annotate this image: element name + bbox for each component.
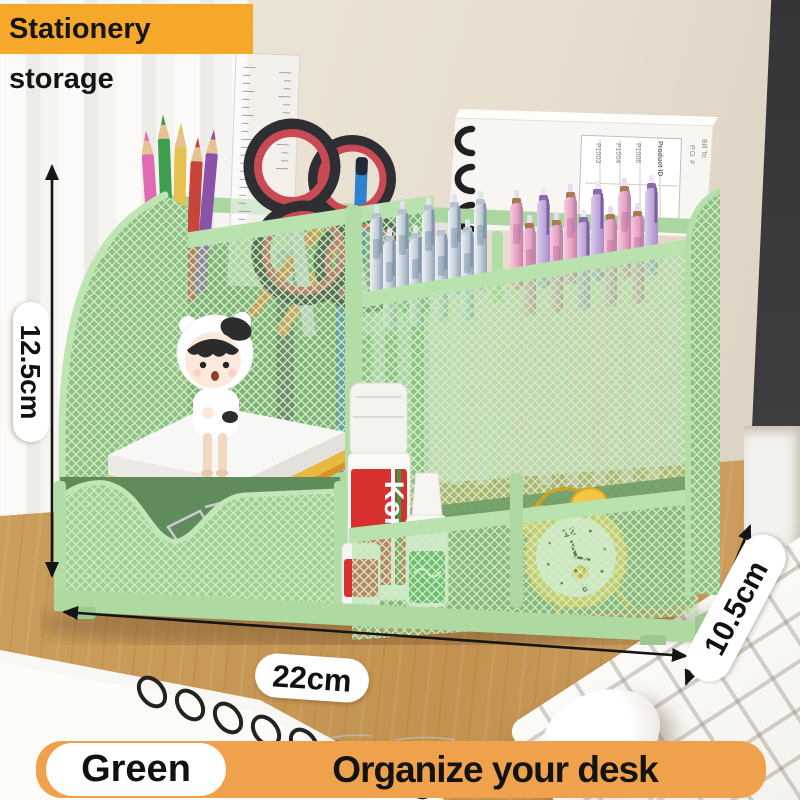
color-variant-label: Green <box>81 748 191 790</box>
doc-label: P1006 <box>634 143 641 163</box>
mesh-organizer: P1003 P1004 P1006 Product ID P.O. # Bill… <box>40 52 720 645</box>
width-label-pill: 22cm <box>255 653 369 703</box>
footer-bar: Green Organize your desk <box>36 741 766 798</box>
promo-banner: Stationery storage <box>0 4 253 95</box>
doll-figurine <box>176 312 254 477</box>
depth-label-pill: 10.5cm <box>686 534 786 682</box>
compartment-divider <box>510 473 523 608</box>
width-arrow <box>62 606 688 662</box>
doc-label: Product ID <box>656 141 663 176</box>
width-label: 22cm <box>271 658 353 698</box>
glue-stick-label: Kor <box>379 481 409 528</box>
color-variant-pill: Green <box>46 743 226 796</box>
drawer-scallop-edge <box>63 480 339 545</box>
height-label: 12.5cm <box>15 325 46 420</box>
doc-label: Bill To: <box>700 139 707 160</box>
right-side-panel <box>685 187 720 596</box>
promo-banner-label: Stationery storage <box>9 13 151 95</box>
mesh-front-pens <box>356 245 692 523</box>
doc-label: P1004 <box>614 143 621 163</box>
pen-rack-rim <box>353 238 695 309</box>
monitor-base <box>744 426 800 558</box>
height-label-pill: 12.5cm <box>13 302 49 442</box>
compartment-rim <box>349 488 701 543</box>
doc-label: P1003 <box>594 143 601 163</box>
supply-compartment: Kor <box>341 382 701 640</box>
storage-drawer <box>54 477 346 609</box>
doc-label: P.O. # <box>688 145 695 164</box>
tagline-label: Organize your desk <box>332 749 658 790</box>
pen-racks <box>353 175 695 523</box>
